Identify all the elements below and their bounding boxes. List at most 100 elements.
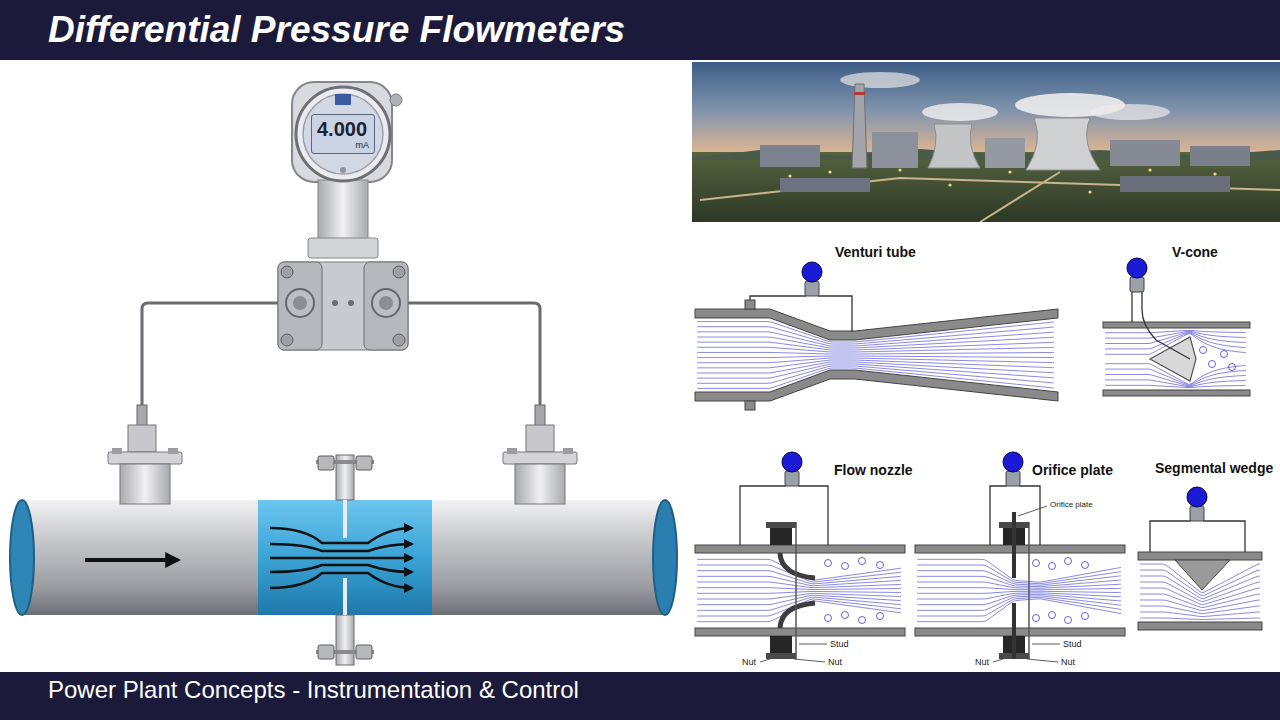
streamline <box>1140 594 1260 607</box>
streamline <box>917 571 1121 586</box>
pipe-flow-arrows-part <box>270 565 412 572</box>
wedge-wall <box>1138 552 1262 630</box>
nozzle-streamlines <box>697 559 901 621</box>
main-pipe-part <box>258 500 432 615</box>
streamline <box>1105 380 1246 387</box>
orifice-flange-assembly-part <box>356 456 372 470</box>
power-plant-photo-part <box>980 172 1060 222</box>
page-caption: Power Plant Concepts - Instrumentation &… <box>48 675 579 705</box>
flow-nozzle-wall-part <box>695 545 905 553</box>
node-text: Orifice plate <box>1032 462 1114 479</box>
streamline <box>1105 330 1246 332</box>
leader-line-part <box>993 659 1003 662</box>
streamline <box>697 576 901 585</box>
power-plant-photo-part <box>1213 172 1216 175</box>
dp-transmitter-part <box>393 334 405 346</box>
streamline <box>697 352 1054 354</box>
streamline <box>917 565 1121 584</box>
main-pipe <box>10 500 677 615</box>
transmitter-head <box>802 262 822 282</box>
orifice-flange-assembly-part <box>318 456 334 470</box>
transmitter-body <box>1006 471 1020 486</box>
v-cone-wall <box>1103 322 1250 396</box>
node-text: Segmental wedge <box>1155 460 1275 477</box>
streamline <box>697 356 1054 358</box>
transmitter-icon <box>1127 258 1147 292</box>
dp-transmitter-part <box>308 238 378 258</box>
transmitter-body <box>785 471 799 486</box>
flange-set-part <box>795 522 797 659</box>
orifice-flange-assembly-part <box>336 615 354 665</box>
streamline <box>1140 618 1260 619</box>
streamline <box>1105 385 1246 387</box>
node-text: V-cone <box>1172 244 1219 261</box>
main-pipe-part <box>10 500 34 615</box>
power-plant-photo-part <box>898 168 901 171</box>
pressure-tap-fitting-part <box>526 425 554 452</box>
eddy <box>877 613 884 620</box>
pressure-tap-fitting <box>108 405 577 504</box>
v-cone-panel: V-cone <box>1172 244 1219 261</box>
eddy <box>1221 351 1228 358</box>
venturi-tube-wall <box>695 300 1058 410</box>
eddy <box>1209 361 1216 368</box>
venturi-panel: Venturi tube <box>835 244 917 261</box>
streamline <box>917 594 1121 604</box>
transmitter-body <box>1190 506 1204 521</box>
leader-line-part <box>794 659 825 662</box>
transmitter-icon <box>1003 452 1023 486</box>
transmitter-icon <box>782 452 802 486</box>
dp-transmitter-part <box>393 266 405 278</box>
streamline <box>1140 588 1260 604</box>
power-plant-photo-part <box>872 132 918 168</box>
small-impulse-line-part <box>1019 486 1040 545</box>
dp-transmitter-part <box>335 94 351 105</box>
streamline <box>1105 331 1246 338</box>
pipe-flow-arrows-part <box>270 573 412 588</box>
power-plant-photo-part <box>760 145 820 167</box>
eddy <box>859 558 866 565</box>
dp-transmitter-part <box>281 266 293 278</box>
streamline <box>697 595 901 604</box>
power-plant-photo-part <box>1088 190 1091 193</box>
transmitter-body <box>805 281 819 296</box>
streamline <box>697 588 901 590</box>
main-pipe-part <box>22 500 665 615</box>
node-text: Venturi tube <box>835 244 917 261</box>
leader-line-part <box>1032 644 1060 645</box>
pipe-flow-arrows-part <box>270 544 412 551</box>
venturi-tube-wall-part <box>745 401 755 410</box>
flow-nozzle-wall <box>695 545 905 636</box>
part-label: Stud <box>830 639 849 650</box>
segmental-wedge-element-part <box>1175 560 1230 590</box>
flange-set-part <box>770 636 792 653</box>
orifice-streamlines <box>917 559 1121 621</box>
segmental-wedge-element <box>1175 560 1230 590</box>
small-transmitter-icon <box>782 258 1207 521</box>
eddy <box>1049 563 1056 570</box>
flow-nozzle-panel: Flow nozzle <box>834 462 914 479</box>
power-plant-photo-part <box>852 84 867 168</box>
orifice-eddies <box>1033 558 1089 624</box>
power-plant-photo-part <box>1026 118 1100 170</box>
transmitter-head <box>1127 258 1147 278</box>
streamline <box>697 358 1054 363</box>
dp-transmitter-part <box>286 289 314 317</box>
eddy <box>1065 558 1072 565</box>
pressure-tap-fitting-part <box>128 425 156 452</box>
streamline <box>697 368 1054 388</box>
leader-line-part <box>760 659 770 662</box>
page-title: Differential Pressure Flowmeters <box>48 8 625 52</box>
dp-transmitter-part <box>379 296 393 310</box>
dp-transmitter-part <box>332 300 338 306</box>
node-text: 4.000 <box>317 118 369 140</box>
dp-transmitter-part <box>292 82 392 182</box>
dp-transmitter-part <box>318 180 368 240</box>
caption-bar <box>0 672 1280 720</box>
small-impulse-line-part <box>1203 521 1245 552</box>
flange-set-part <box>1012 512 1016 578</box>
small-impulse-line-part <box>1131 292 1132 322</box>
